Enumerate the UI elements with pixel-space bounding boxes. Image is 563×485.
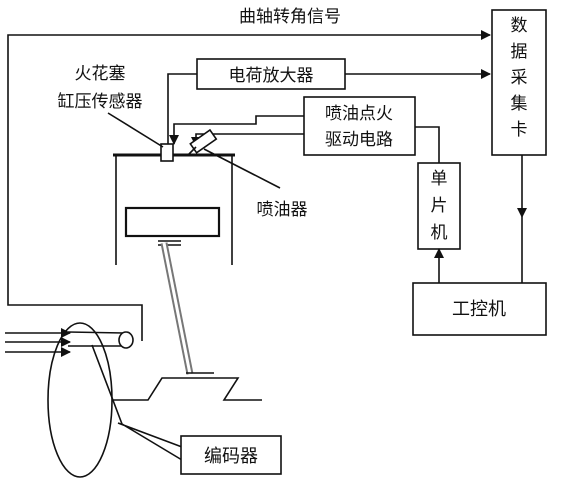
connecting-rod bbox=[160, 242, 214, 375]
crank-signal-label: 曲轴转角信号 bbox=[239, 7, 341, 27]
daq-char-3: 采 bbox=[511, 68, 528, 88]
sensor-to-amp-line bbox=[167, 73, 197, 146]
crankshaft bbox=[80, 377, 262, 401]
piston bbox=[124, 206, 221, 246]
drive-circuit-box bbox=[303, 96, 416, 156]
encoder-leader-lines bbox=[91, 344, 183, 461]
encoder-box bbox=[180, 435, 282, 475]
ipc-box bbox=[412, 282, 547, 336]
daq-char-2: 据 bbox=[511, 42, 528, 62]
injector-label: 喷油器 bbox=[257, 200, 308, 220]
crank-signal-line bbox=[7, 30, 491, 341]
mcu-to-drive-line bbox=[415, 126, 440, 163]
charge-amplifier-label: 电荷放大器 bbox=[229, 66, 314, 86]
spark-plug-label: 火花塞 bbox=[75, 64, 126, 84]
drive-to-spark-line bbox=[169, 115, 304, 145]
drive-circuit-label-1: 喷油点火 bbox=[325, 104, 393, 124]
daq-card-box bbox=[491, 9, 547, 156]
daq-char-4: 集 bbox=[511, 94, 528, 114]
ipc-label: 工控机 bbox=[452, 299, 506, 320]
encoder-label: 编码器 bbox=[204, 446, 258, 467]
spark-plug-sensor bbox=[160, 143, 174, 162]
cylinder-sensor-label: 缸压传感器 bbox=[58, 91, 143, 112]
daq-char-5: 卡 bbox=[511, 120, 528, 140]
mcu-char-3: 机 bbox=[431, 223, 448, 243]
drive-circuit-label-2: 驱动电路 bbox=[325, 130, 393, 150]
injector-leader-line bbox=[203, 148, 281, 189]
angle-sensor bbox=[67, 331, 134, 349]
encoder-disc bbox=[47, 322, 113, 478]
daq-char-1: 数 bbox=[511, 16, 528, 36]
sensor-leader-line bbox=[107, 112, 164, 148]
injector-icon bbox=[187, 128, 218, 156]
mcu-char-2: 片 bbox=[431, 196, 448, 216]
mcu-char-1: 单 bbox=[431, 169, 448, 189]
